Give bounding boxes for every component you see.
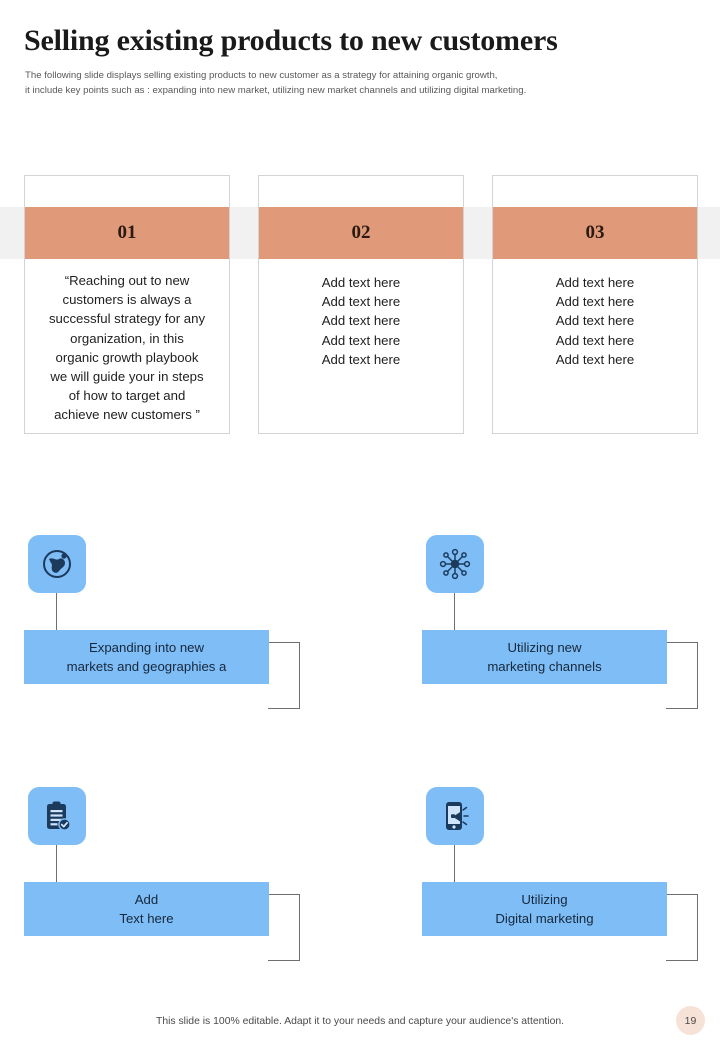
- card-text-line: Add text here: [555, 294, 635, 310]
- feature-block-marketing-channels: Utilizing new marketing channels: [422, 535, 719, 740]
- card-text-line: Add text here: [555, 351, 635, 367]
- connector-tail: [268, 960, 300, 962]
- number-card-03[interactable]: 03 Add text here Add text here Add text …: [492, 175, 698, 434]
- feature-label-line-1: Expanding into new: [88, 639, 205, 655]
- card-number-01: 01: [25, 207, 229, 259]
- connector-tail: [666, 708, 698, 710]
- card-text-line: Add text here: [321, 313, 401, 329]
- card-text-line: Add text here: [321, 275, 401, 290]
- clipboard-check-icon[interactable]: [28, 787, 86, 845]
- feature-block-expanding-markets: Expanding into new markets and geographi…: [24, 535, 321, 740]
- feature-label-line-1: Utilizing: [521, 891, 568, 907]
- card-text-line: we will guide your in steps: [50, 369, 204, 385]
- feature-label-line-2: Text here: [119, 911, 174, 926]
- number-card-02[interactable]: 02 Add text here Add text here Add text …: [258, 175, 464, 434]
- network-hub-icon[interactable]: [426, 535, 484, 593]
- mobile-megaphone-icon[interactable]: [426, 787, 484, 845]
- feature-label-line-1: Utilizing new: [507, 639, 582, 655]
- card-text-line: achieve new customers ”: [54, 407, 200, 423]
- page-number-badge: 19: [676, 1006, 705, 1035]
- card-top-spacer: [259, 176, 463, 207]
- feature-label-box[interactable]: Utilizing new marketing channels: [422, 630, 667, 684]
- subtitle-line-1: The following slide displays selling exi…: [25, 70, 498, 81]
- card-top-spacer: [25, 176, 229, 207]
- footer-note: This slide is 100% editable. Adapt it to…: [155, 1016, 565, 1027]
- card-text-line: Add text here: [321, 332, 401, 348]
- globe-icon[interactable]: [28, 535, 86, 593]
- card-number-02: 02: [259, 207, 463, 259]
- connector-stem: [454, 845, 456, 895]
- feature-label-line-2: marketing channels: [487, 659, 602, 674]
- card-text-line: Add text here: [321, 351, 401, 367]
- card-body-02: Add text here Add text here Add text her…: [259, 259, 463, 433]
- connector-stem: [454, 593, 456, 643]
- page-title: Selling existing products to new custome…: [24, 24, 558, 57]
- connector-stem: [56, 593, 58, 643]
- card-text-line: Add text here: [555, 275, 635, 290]
- connector-right: [697, 894, 699, 961]
- connector-right: [299, 894, 301, 961]
- card-text-line: customers is always a: [62, 292, 192, 308]
- card-text-line: of how to target and: [68, 388, 186, 404]
- connector-tail: [666, 960, 698, 962]
- card-text-line: organization, in this: [70, 330, 184, 346]
- feature-label-line-2: Digital marketing: [495, 911, 594, 926]
- card-body-01: “Reaching out to new customers is always…: [25, 259, 229, 433]
- feature-label-box[interactable]: Expanding into new markets and geographi…: [24, 630, 269, 684]
- number-card-01[interactable]: 01 “Reaching out to new customers is alw…: [24, 175, 230, 434]
- card-number-03: 03: [493, 207, 697, 259]
- connector-right: [299, 642, 301, 709]
- connector-tail: [268, 708, 300, 710]
- card-text-line: successful strategy for any: [48, 311, 206, 327]
- connector-right: [697, 642, 699, 709]
- connector-stem: [56, 845, 58, 895]
- feature-label-line-1: Add: [134, 891, 159, 907]
- feature-label-box[interactable]: Utilizing Digital marketing: [422, 882, 667, 936]
- card-text-line: “Reaching out to new: [64, 273, 190, 288]
- feature-block-digital-marketing: Utilizing Digital marketing: [422, 787, 719, 992]
- feature-label-line-2: markets and geographies a: [66, 659, 227, 674]
- card-top-spacer: [493, 176, 697, 207]
- feature-label-box[interactable]: Add Text here: [24, 882, 269, 936]
- number-cards-row: 01 “Reaching out to new customers is alw…: [24, 175, 698, 434]
- page-subtitle: The following slide displays selling exi…: [25, 68, 685, 98]
- card-text-line: Add text here: [555, 313, 635, 329]
- card-text-line: Add text here: [555, 332, 635, 348]
- card-text-line: organic growth playbook: [55, 349, 199, 365]
- subtitle-line-2: it include key points such as : expandin…: [25, 85, 527, 96]
- card-body-03: Add text here Add text here Add text her…: [493, 259, 697, 433]
- card-text-line: Add text here: [321, 294, 401, 310]
- feature-block-add-text: Add Text here: [24, 787, 321, 992]
